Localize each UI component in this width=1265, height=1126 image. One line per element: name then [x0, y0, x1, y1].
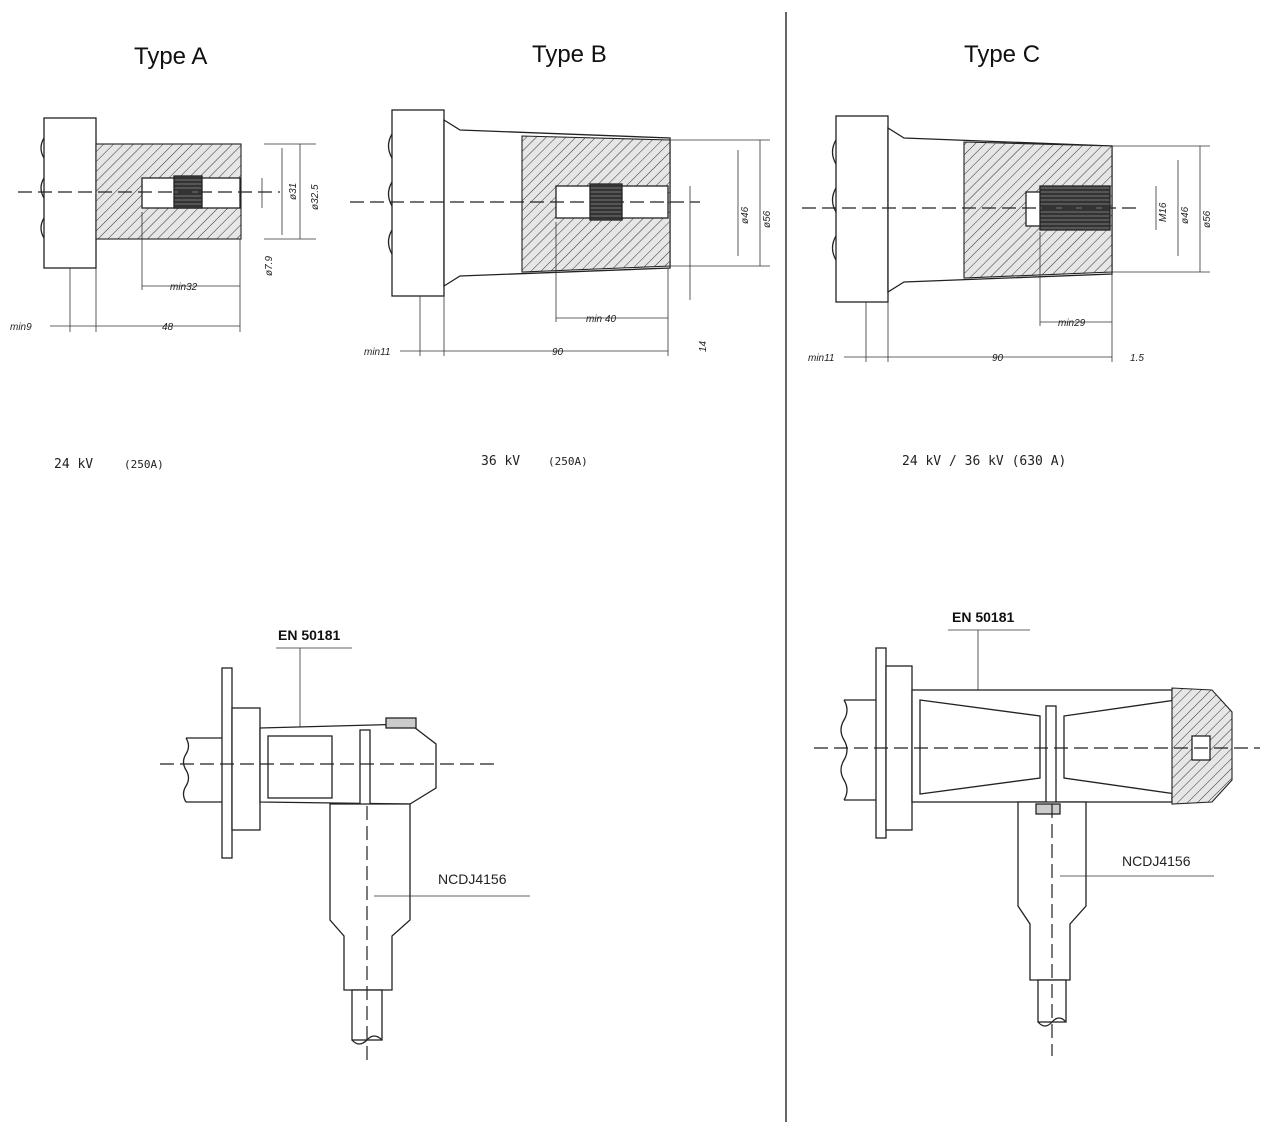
type-c-length: 90 — [992, 353, 1004, 364]
type-b-dia-inner: ø46 — [740, 206, 751, 224]
connector-left-part: NCDJ4156 — [438, 871, 507, 887]
type-b-drawing: Type B ø56 ø46 14 min 40 min11 90 36 kV … — [350, 41, 773, 469]
type-a-length: 48 — [162, 322, 174, 333]
type-c-thread: M16 — [1158, 202, 1169, 222]
type-b-depth: min 40 — [586, 314, 616, 325]
type-c-offset: 1.5 — [1130, 353, 1144, 364]
type-b-pin: 14 — [698, 340, 709, 352]
connector-left-standard: EN 50181 — [278, 627, 340, 643]
type-b-length: 90 — [552, 347, 564, 358]
type-a-current: (250A) — [124, 458, 164, 471]
type-a-rating: 24 kV — [54, 457, 93, 472]
type-b-dia-outer: ø56 — [762, 210, 773, 228]
type-c-title: Type C — [964, 41, 1040, 68]
type-c-min-left: min11 — [808, 353, 835, 364]
type-b-title: Type B — [532, 41, 607, 68]
type-a-title: Type A — [134, 43, 207, 70]
connector-left-drawing: EN 50181 NCDJ4156 — [160, 627, 530, 1060]
type-c-depth: min29 — [1058, 318, 1086, 329]
type-a-drawing: Type A ø32.5 ø31 ø7.9 min32 min9 48 24 k… — [10, 43, 321, 472]
type-a-min-left: min9 — [10, 322, 32, 333]
type-b-current: (250A) — [548, 455, 588, 468]
type-a-dia-outer: ø32.5 — [310, 184, 321, 210]
connector-right-standard: EN 50181 — [952, 609, 1014, 625]
type-c-dia-outer: ø56 — [1202, 210, 1213, 228]
type-a-depth: min32 — [170, 282, 198, 293]
type-c-rating: 24 kV / 36 kV (630 A) — [902, 454, 1066, 469]
type-b-rating: 36 kV — [481, 454, 520, 469]
type-a-dia-pin: ø7.9 — [264, 256, 275, 276]
connector-right-drawing: EN 50181 NCDJ4156 — [814, 609, 1260, 1056]
type-c-drawing: Type C ø56 ø46 M16 min29 min11 90 1.5 24… — [802, 41, 1213, 469]
type-b-min-left: min11 — [364, 347, 391, 358]
connector-right-part: NCDJ4156 — [1122, 853, 1191, 869]
type-a-dia-inner: ø31 — [288, 183, 299, 200]
type-c-dia-inner: ø46 — [1180, 206, 1191, 224]
